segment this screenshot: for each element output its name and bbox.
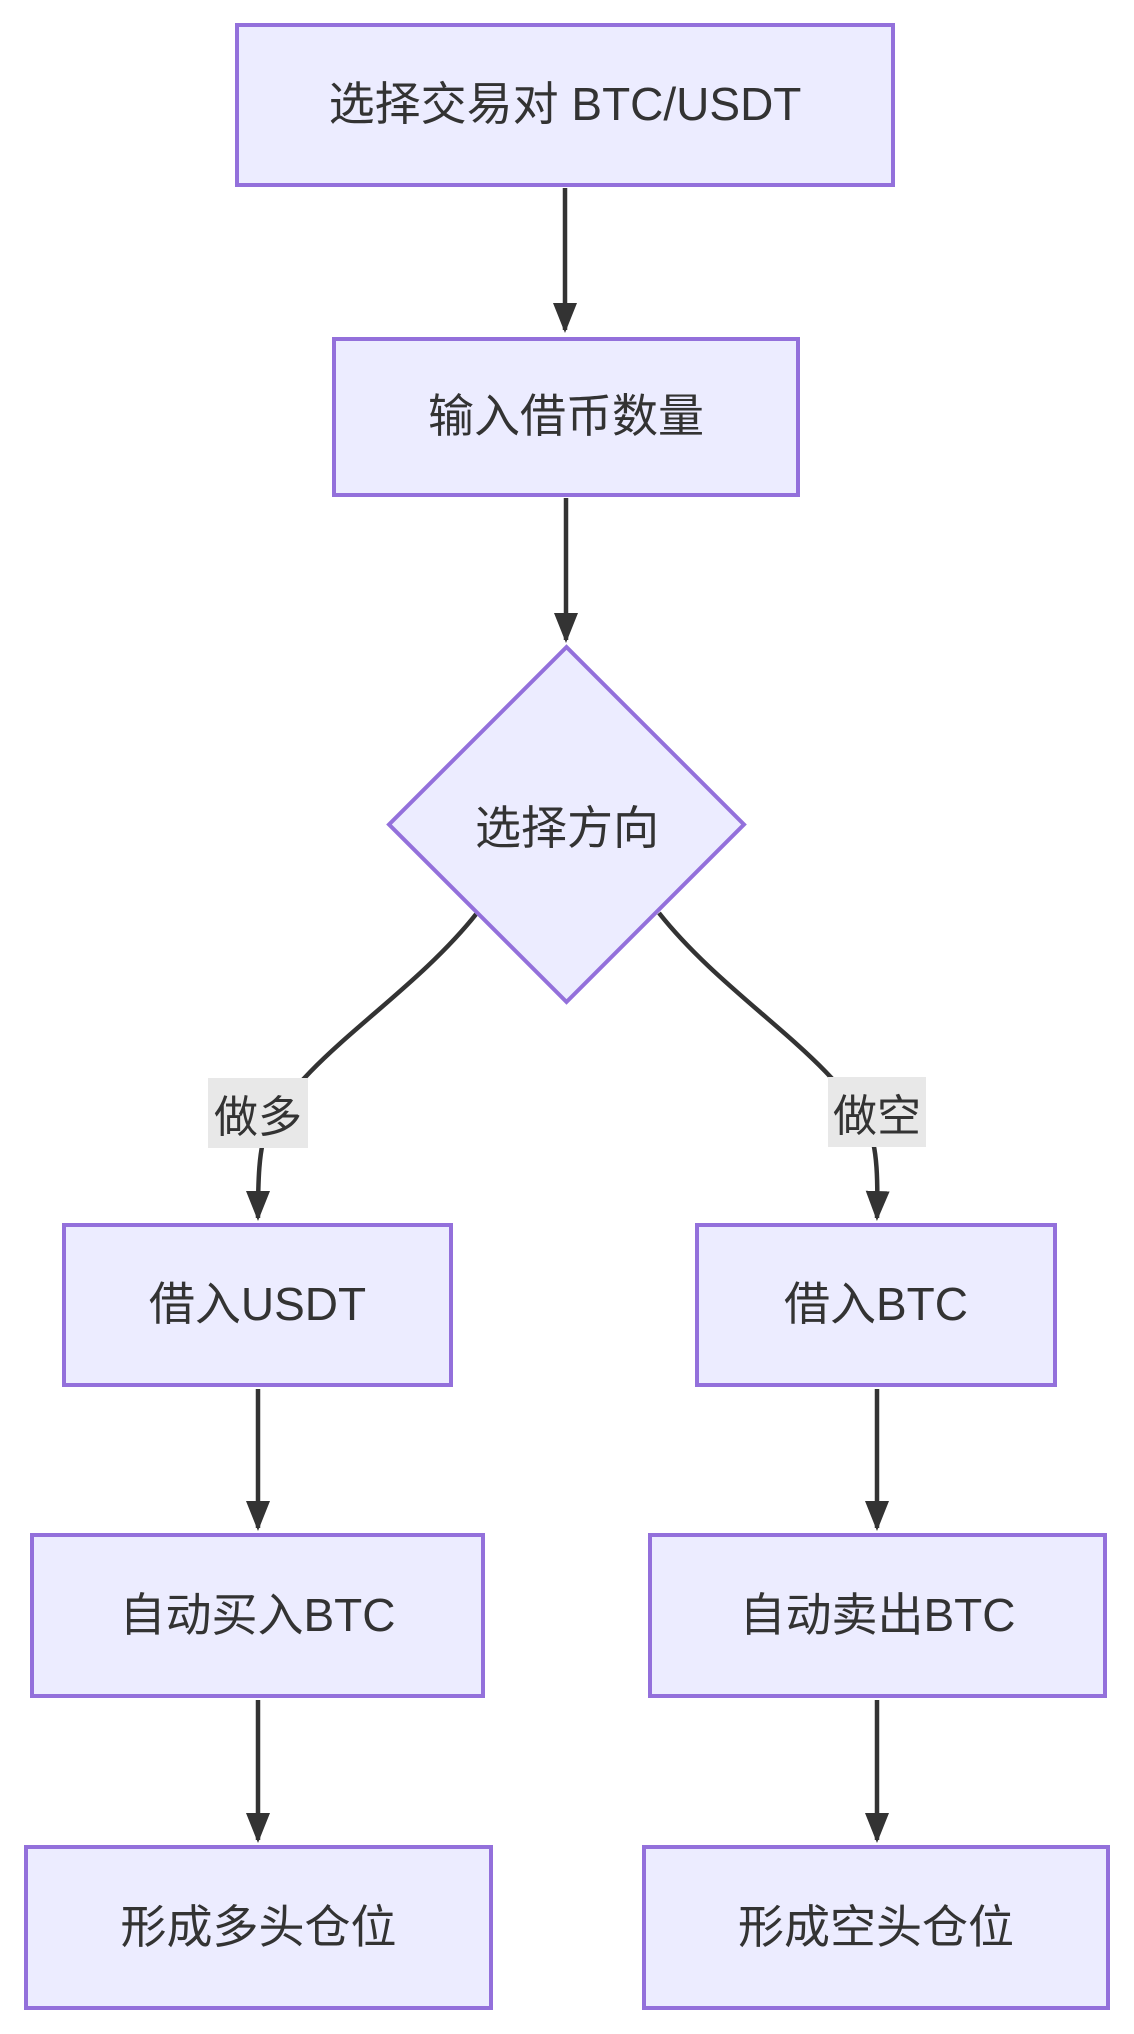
node-auto-buy-btc: 自动买入BTC — [30, 1533, 485, 1698]
edge-label-short: 做空 — [828, 1077, 926, 1147]
edge-label-long: 做多 — [208, 1078, 308, 1148]
node-input-amount-label: 输入借币数量 — [428, 390, 704, 443]
node-input-amount: 输入借币数量 — [332, 337, 800, 497]
node-choose-direction-label: 选择方向 — [475, 802, 659, 854]
node-long-position: 形成多头仓位 — [24, 1845, 493, 2010]
node-short-position-label: 形成空头仓位 — [738, 1900, 1014, 1953]
node-auto-sell-btc: 自动卖出BTC — [648, 1533, 1107, 1698]
edge-choose-direction-to-borrow-usdt — [246, 911, 479, 1221]
node-select-pair: 选择交易对 BTC/USDT — [235, 23, 895, 187]
node-select-pair-label: 选择交易对 BTC/USDT — [328, 78, 802, 131]
edge-choose-direction-to-borrow-btc — [657, 911, 890, 1221]
node-borrow-usdt-label: 借入USDT — [148, 1278, 367, 1331]
node-borrow-btc-label: 借入BTC — [784, 1278, 968, 1331]
node-long-position-label: 形成多头仓位 — [120, 1900, 397, 1953]
node-short-position: 形成空头仓位 — [642, 1845, 1110, 2010]
node-auto-buy-btc-label: 自动买入BTC — [119, 1588, 396, 1641]
node-auto-sell-btc-label: 自动卖出BTC — [739, 1588, 1016, 1641]
node-borrow-usdt: 借入USDT — [62, 1223, 453, 1387]
node-borrow-btc: 借入BTC — [695, 1223, 1057, 1387]
